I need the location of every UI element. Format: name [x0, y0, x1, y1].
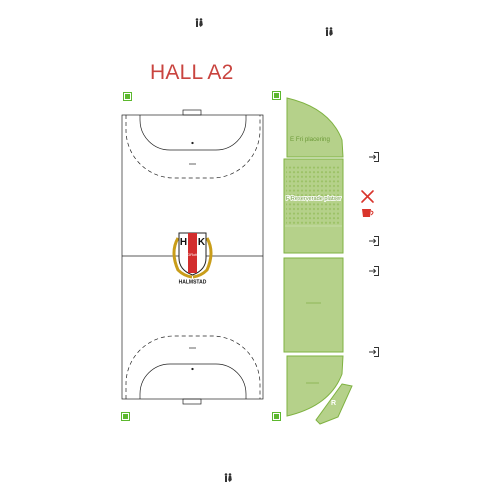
exit-door-icon[interactable] — [368, 265, 380, 277]
exit-door-icon[interactable] — [368, 151, 380, 163]
toilet-icon[interactable] — [223, 473, 233, 483]
section-f-label: F Reserverade platser — [286, 196, 341, 202]
section-r[interactable] — [315, 383, 353, 425]
bottom-goal — [182, 398, 202, 405]
toilet-icon[interactable] — [324, 27, 334, 37]
logo-band-text: DRott — [187, 252, 198, 257]
emergency-exit-icon — [123, 92, 132, 101]
exit-door-icon[interactable] — [368, 235, 380, 247]
top-free-throw-line — [125, 115, 261, 179]
section-e-label: E Fri placering — [290, 136, 330, 143]
laurel-left-icon — [172, 237, 193, 279]
logo-letter-h: H — [180, 237, 187, 248]
coffee-cup-icon[interactable] — [362, 209, 374, 217]
cutlery-icon[interactable] — [361, 190, 374, 203]
top-goal — [182, 109, 202, 116]
handball-court — [121, 109, 264, 405]
emergency-exit-icon — [272, 91, 281, 100]
club-logo: H K DRott HALMSTAD — [172, 232, 213, 286]
emergency-exit-icon — [272, 412, 281, 421]
section-bottom[interactable] — [286, 355, 344, 417]
top-goalkeeper-dot — [191, 141, 194, 145]
section-middle[interactable] — [283, 257, 344, 353]
top-goal-area — [139, 115, 247, 151]
section-f-seat-grid — [286, 166, 341, 224]
section-r-label: R — [331, 400, 336, 407]
emergency-exit-icon — [121, 412, 130, 421]
toilet-icon[interactable] — [194, 18, 204, 28]
section-e[interactable] — [286, 97, 344, 158]
exit-door-icon[interactable] — [368, 346, 380, 358]
bottom-goalkeeper-dot — [191, 367, 194, 371]
laurel-right-icon — [192, 237, 213, 279]
hall-title: HALL A2 — [150, 61, 234, 84]
bottom-goal-area — [139, 363, 247, 399]
logo-bottom-text: HALMSTAD — [179, 280, 207, 286]
seating-sections: E Fri placering F Reserverade platser R — [283, 97, 353, 425]
bottom-free-throw-line — [125, 335, 261, 399]
logo-letter-k: K — [198, 237, 206, 248]
logo-red-band — [188, 233, 197, 273]
